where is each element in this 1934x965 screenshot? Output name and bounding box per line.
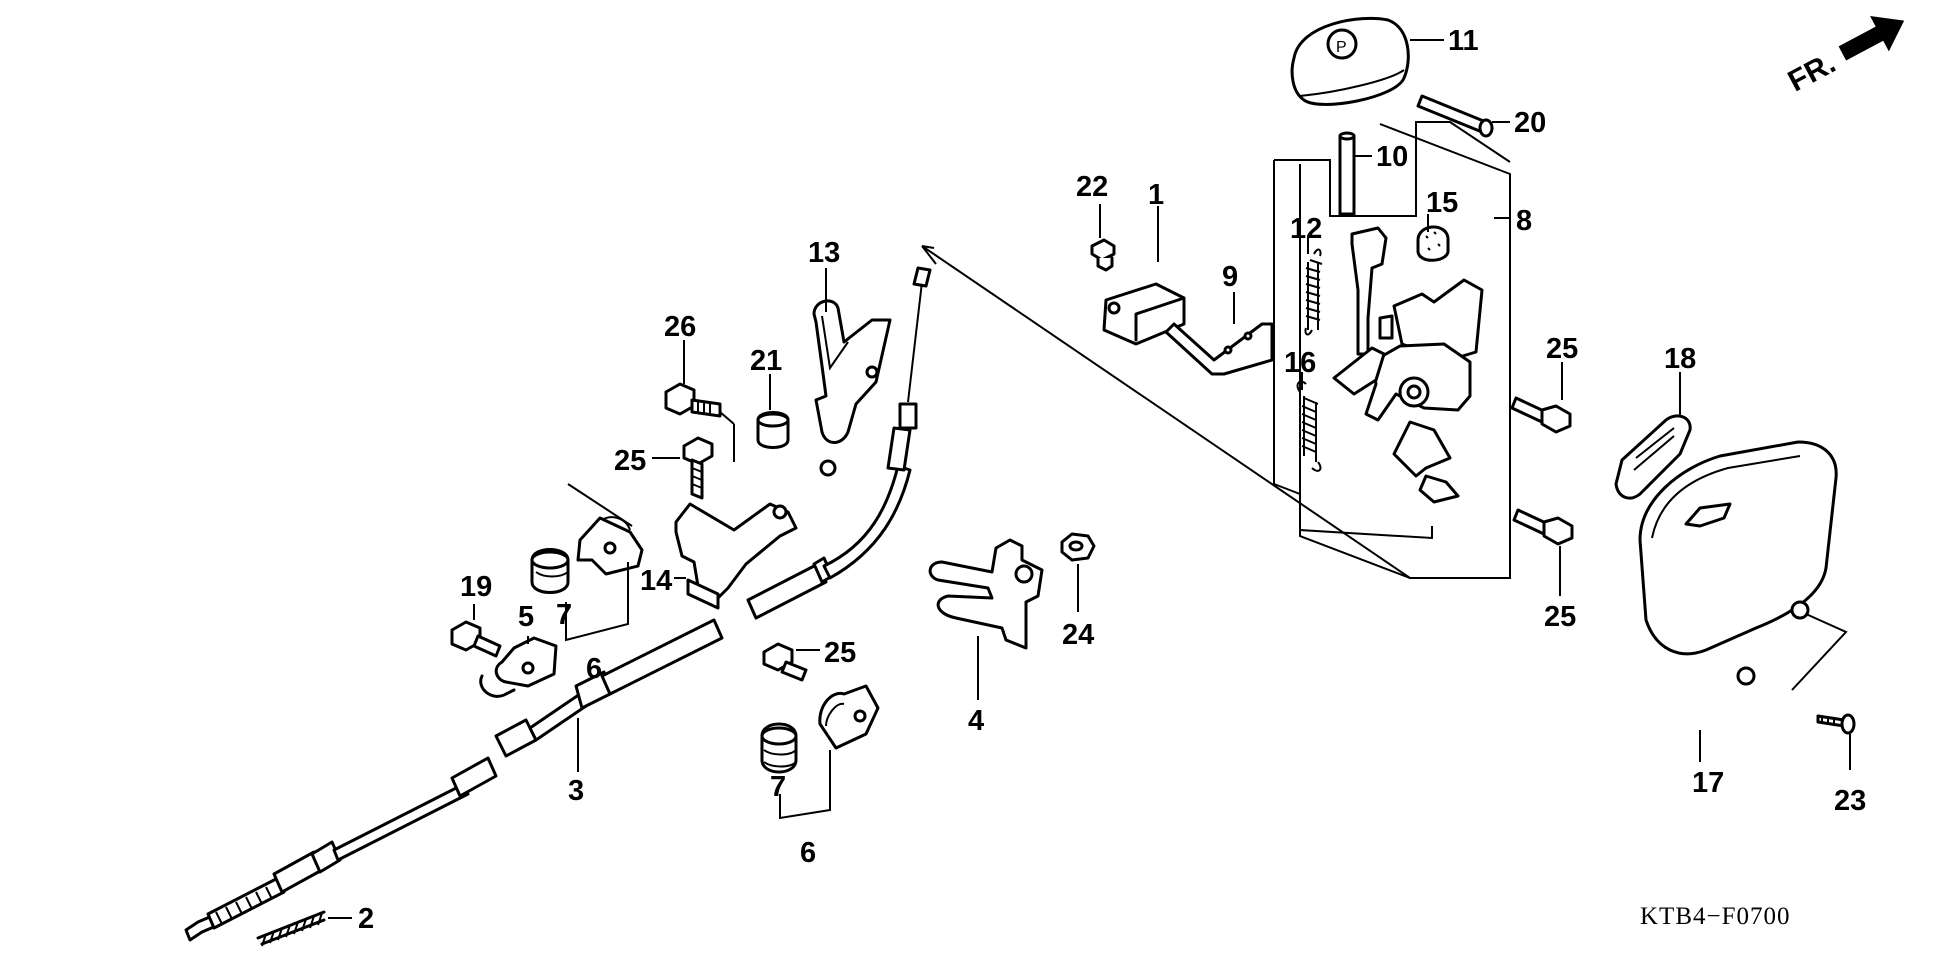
callout-25b: 25 (824, 637, 856, 669)
part-25-bolt-middle (762, 642, 820, 682)
callout-25a: 25 (614, 445, 646, 477)
callout-25d: 25 (1544, 601, 1576, 633)
part-6-clamp-lower (818, 684, 880, 750)
part-23-screw (1816, 713, 1856, 770)
part-11-knob: P (1290, 16, 1444, 106)
p-emblem-icon: P (1336, 39, 1347, 56)
callout-6b: 6 (800, 837, 816, 869)
callout-19: 19 (460, 571, 492, 603)
part-18-grip (1614, 372, 1692, 500)
part-25-bolt-right-lower (1512, 508, 1574, 596)
part-7-grommet-upper (530, 548, 570, 594)
part-25-bolt-upper (652, 436, 714, 500)
callout-24: 24 (1062, 619, 1094, 651)
part-14-bracket (674, 502, 798, 610)
diagram-code: KTB4−F0700 (1640, 903, 1791, 930)
callout-26: 26 (664, 311, 696, 343)
callout-17: 17 (1692, 767, 1724, 799)
callout-2: 2 (358, 903, 374, 935)
part-21-collar (756, 374, 790, 449)
callout-3: 3 (568, 775, 584, 807)
part-12-spring (1304, 248, 1323, 336)
cable-routing-outline (921, 245, 1411, 579)
callout-15: 15 (1426, 187, 1458, 219)
callout-5: 5 (518, 601, 534, 633)
callout-12: 12 (1290, 213, 1322, 245)
callout-23: 23 (1834, 785, 1866, 817)
arrow-right-icon (1838, 16, 1905, 61)
part-9-bracket (1164, 292, 1274, 376)
part-25-bolt-right-upper (1510, 362, 1572, 434)
callout-9: 9 (1222, 261, 1238, 293)
part-26-bolt (664, 340, 735, 462)
callout-25c: 25 (1546, 333, 1578, 365)
callout-4: 4 (968, 705, 984, 737)
callout-20: 20 (1514, 107, 1546, 139)
callout-11: 11 (1448, 25, 1479, 57)
part-2-spring (256, 910, 352, 947)
callout-14: 14 (640, 565, 672, 597)
assembly-outline-8 (1299, 123, 1511, 579)
part-8-lever-assembly (1332, 226, 1484, 504)
callout-21: 21 (750, 345, 782, 377)
front-label: FR. (1783, 47, 1841, 99)
front-indicator: FR. (1783, 16, 1905, 99)
callout-10: 10 (1376, 141, 1408, 173)
part-22-screw (1090, 204, 1116, 272)
part-4-bracket (928, 538, 1044, 700)
callout-8: 8 (1516, 205, 1532, 237)
part-16-spring (1296, 380, 1322, 472)
part-17-cover (1638, 440, 1848, 762)
callouts: 1 2 3 4 5 6 6 7 7 8 9 10 11 12 13 14 15 … (358, 25, 1866, 935)
callout-18: 18 (1664, 343, 1696, 375)
callout-22: 22 (1076, 171, 1108, 203)
lead-lines (921, 214, 1510, 390)
part-13-lever-plate (812, 268, 892, 477)
bracket-6-7-lower (779, 750, 831, 820)
part-5-clip (479, 636, 558, 698)
part-1-switch (1102, 206, 1186, 346)
callout-13: 13 (808, 237, 840, 269)
callout-7b: 7 (770, 771, 786, 803)
part-10-pin (1338, 131, 1372, 216)
callout-16: 16 (1284, 347, 1316, 379)
callout-1: 1 (1148, 179, 1164, 211)
part-6-clamp-upper (576, 516, 644, 576)
part-20-pin (1416, 94, 1510, 138)
part-15-cap (1416, 225, 1450, 262)
callout-7a: 7 (556, 599, 572, 631)
bracket-6-7-upper (565, 483, 633, 642)
part-7-grommet-lower (760, 722, 798, 774)
part-19-bolt (450, 604, 502, 658)
callout-6a: 6 (586, 653, 602, 685)
part-24-nut (1060, 532, 1096, 612)
part-3-cable (184, 266, 932, 942)
assembly-bracket-8 (1273, 121, 1511, 540)
